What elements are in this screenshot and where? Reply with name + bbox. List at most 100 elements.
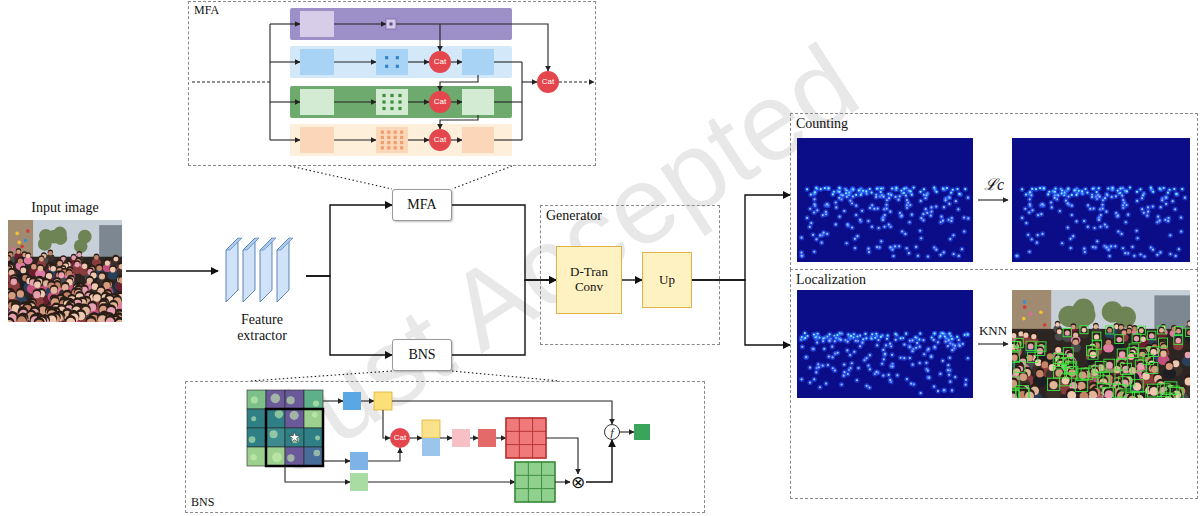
density-peak bbox=[1043, 187, 1045, 189]
density-peak bbox=[827, 364, 829, 366]
density-peak bbox=[1133, 255, 1135, 257]
density-glow bbox=[1056, 193, 1061, 198]
density-peak bbox=[876, 246, 878, 248]
density-peak bbox=[834, 369, 836, 371]
density-glow bbox=[899, 213, 904, 218]
density-peak bbox=[930, 211, 932, 213]
density-peak bbox=[865, 337, 867, 339]
density-peak bbox=[1115, 195, 1117, 197]
density-peak bbox=[1104, 223, 1106, 225]
density-peak bbox=[884, 214, 886, 216]
density-peak bbox=[800, 237, 802, 239]
density-peak bbox=[1087, 204, 1089, 206]
density-dots bbox=[799, 185, 971, 259]
crowd-photo bbox=[8, 220, 122, 322]
density-glow bbox=[804, 187, 809, 192]
density-glow bbox=[909, 212, 914, 217]
photo-hair bbox=[8, 268, 15, 275]
density-glow bbox=[932, 331, 937, 336]
density-glow bbox=[804, 354, 809, 359]
density-peak bbox=[899, 337, 901, 339]
density-peak bbox=[1075, 194, 1077, 196]
density-peak bbox=[867, 364, 869, 366]
density-glow bbox=[1029, 237, 1034, 242]
wire bbox=[494, 101, 522, 102]
density-peak bbox=[943, 389, 945, 391]
density-peak bbox=[813, 198, 815, 200]
density-peak bbox=[832, 193, 834, 195]
density-peak bbox=[948, 203, 950, 205]
photo-face bbox=[71, 255, 76, 260]
density-peak bbox=[967, 357, 969, 359]
density-peak bbox=[955, 200, 957, 202]
photo-face bbox=[17, 290, 24, 297]
density-peak bbox=[828, 340, 830, 342]
density-glow bbox=[906, 251, 911, 256]
photo-hair bbox=[61, 282, 69, 290]
density-glow bbox=[1173, 207, 1178, 212]
density-glow bbox=[869, 224, 874, 229]
density-peak bbox=[1021, 217, 1023, 219]
density-glow bbox=[812, 249, 817, 254]
photo-hair bbox=[10, 276, 18, 284]
stack-square bbox=[422, 420, 440, 438]
density-peak bbox=[869, 368, 871, 370]
density-glow bbox=[849, 361, 854, 366]
density-glow bbox=[1069, 212, 1074, 217]
density-peak bbox=[828, 187, 830, 189]
density-peak bbox=[954, 376, 956, 378]
pooled-square bbox=[376, 127, 408, 153]
density-peak bbox=[901, 215, 903, 217]
density-peak bbox=[964, 188, 966, 190]
density-glow bbox=[830, 344, 835, 349]
density-peak bbox=[1041, 233, 1043, 235]
density-glow bbox=[1102, 196, 1107, 201]
density-glow bbox=[814, 237, 819, 242]
density-glow bbox=[923, 207, 928, 212]
density-peak bbox=[835, 223, 837, 225]
density-map bbox=[797, 290, 973, 398]
density-peak bbox=[809, 226, 811, 228]
density-peak bbox=[967, 217, 969, 219]
density-glow bbox=[1157, 218, 1162, 223]
density-peak bbox=[951, 338, 953, 340]
density-peak bbox=[1100, 214, 1102, 216]
density-peak bbox=[911, 194, 913, 196]
photo-hair bbox=[71, 254, 77, 260]
density-peak bbox=[856, 379, 858, 381]
density-peak bbox=[952, 189, 954, 191]
photo-face bbox=[16, 249, 20, 253]
pool-dot bbox=[396, 56, 399, 59]
density-glow bbox=[1123, 251, 1128, 256]
density-peak bbox=[868, 386, 870, 388]
density-glow bbox=[1107, 253, 1112, 258]
density-glow bbox=[1098, 213, 1103, 218]
photo-hair bbox=[20, 266, 27, 273]
density-glow bbox=[814, 185, 819, 190]
density-glow bbox=[934, 247, 939, 252]
density-peak bbox=[920, 200, 922, 202]
density-peak bbox=[1047, 193, 1049, 195]
density-glow bbox=[890, 186, 895, 191]
feature-square bbox=[300, 49, 334, 75]
density-peak bbox=[1105, 211, 1107, 213]
photo-face bbox=[48, 251, 53, 256]
density-glow bbox=[1066, 186, 1071, 191]
density-peak bbox=[880, 240, 882, 242]
density-peak bbox=[923, 188, 925, 190]
density-peak bbox=[845, 192, 847, 194]
density-peak bbox=[926, 212, 928, 214]
density-peak bbox=[880, 336, 882, 338]
density-peak bbox=[937, 341, 939, 343]
photo-hair bbox=[25, 252, 31, 258]
density-glow bbox=[826, 186, 831, 191]
density-peak bbox=[871, 191, 873, 193]
feature-cell bbox=[285, 447, 304, 466]
density-glow bbox=[919, 216, 924, 221]
density-glow bbox=[832, 368, 837, 373]
density-peak bbox=[913, 187, 915, 189]
photo-balloon bbox=[11, 247, 15, 251]
density-peak bbox=[1031, 209, 1033, 211]
density-glow bbox=[910, 338, 915, 343]
density-glow bbox=[872, 206, 877, 211]
